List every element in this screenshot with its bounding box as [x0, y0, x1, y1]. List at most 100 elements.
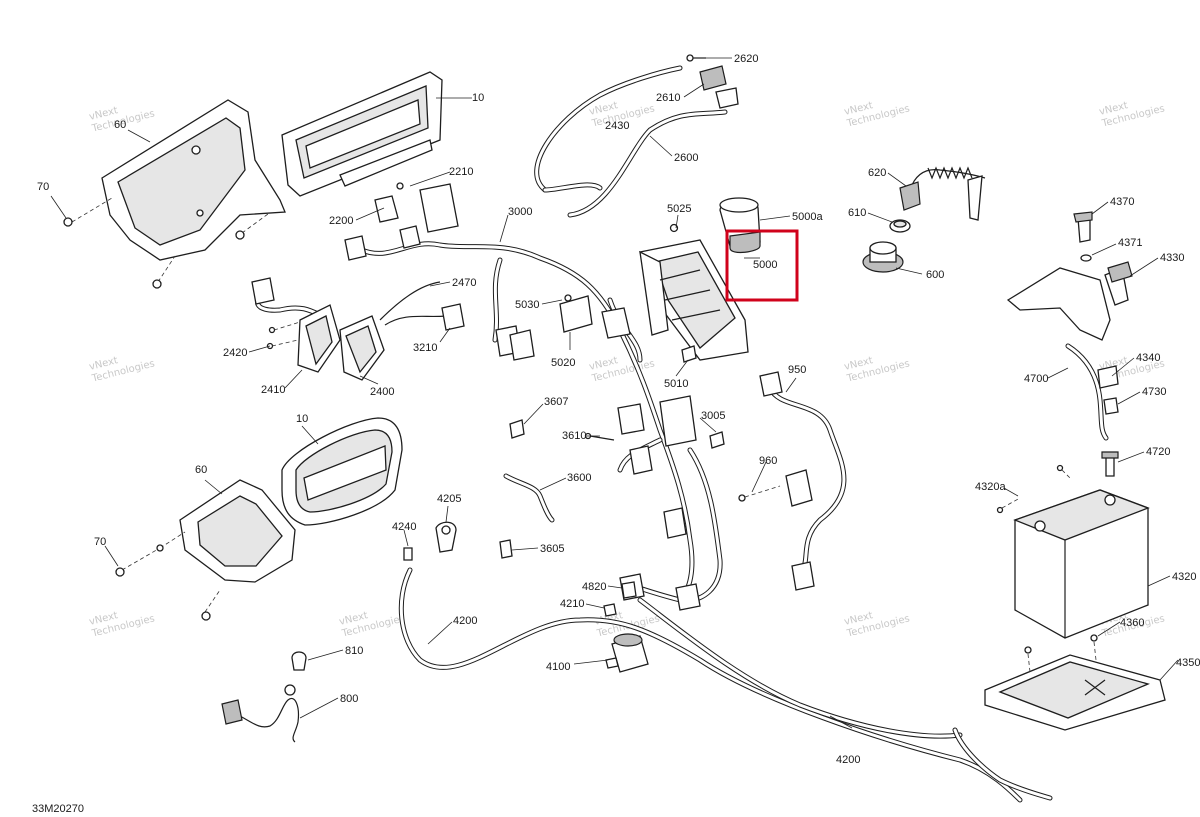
label-3600: 3600: [567, 472, 591, 484]
screw-5025: [669, 223, 679, 233]
label-2620: 2620: [734, 53, 758, 65]
label-960: 960: [759, 455, 777, 467]
part-labels: 10 60 70 2620 2610 2430 2600 2210 2200 3…: [32, 53, 1200, 815]
cap-610: [889, 219, 911, 233]
bolt-4720: [1101, 451, 1119, 477]
label-4200-bottom: 4200: [836, 754, 860, 766]
label-2410: 2410: [261, 384, 285, 396]
tether-620: [899, 166, 986, 221]
relay-960: [738, 469, 813, 507]
label-60-top: 60: [114, 119, 126, 131]
label-3005: 3005: [701, 410, 725, 422]
diagram-id: 33M20270: [32, 803, 84, 815]
nut-4730: [1103, 397, 1119, 415]
label-4350: 4350: [1176, 657, 1200, 669]
label-4370: 4370: [1110, 196, 1134, 208]
connectors-3000: [344, 183, 701, 611]
harness-2600: [567, 109, 728, 218]
tray-4350: [984, 654, 1166, 731]
label-600: 600: [926, 269, 944, 281]
label-4730: 4730: [1142, 386, 1166, 398]
strap-4360: [1024, 634, 1098, 673]
bolt-3005: [709, 431, 725, 449]
label-4820: 4820: [582, 581, 606, 593]
ecm-5000: [639, 239, 749, 361]
cable-2470: [379, 281, 446, 326]
label-4371: 4371: [1118, 237, 1142, 249]
label-4720: 4720: [1146, 446, 1170, 458]
cable-4700: [1065, 343, 1119, 441]
label-5030: 5030: [515, 299, 539, 311]
label-70-mid: 70: [94, 536, 106, 548]
label-5020: 5020: [551, 357, 575, 369]
label-4320a: 4320a: [975, 481, 1006, 493]
terminal-4205: [435, 521, 457, 553]
label-3000: 3000: [508, 206, 532, 218]
label-70-top: 70: [37, 181, 49, 193]
leader-lines: [50, 57, 1179, 729]
harness-950: [759, 371, 847, 591]
cable-4200: [398, 567, 1053, 803]
label-2470: 2470: [452, 277, 476, 289]
bracket-4330: [1006, 261, 1133, 341]
label-2400: 2400: [370, 386, 394, 398]
label-4240: 4240: [392, 521, 416, 533]
label-2430: 2430: [605, 120, 629, 132]
label-4320: 4320: [1172, 571, 1196, 583]
label-10-top: 10: [472, 92, 484, 104]
label-2610: 2610: [656, 92, 680, 104]
label-2420: 2420: [223, 347, 247, 359]
bolt-3605: [499, 539, 513, 559]
label-3605: 3605: [540, 543, 564, 555]
battery-4320: [1013, 489, 1150, 639]
label-5025: 5025: [667, 203, 691, 215]
bracket-5020: [559, 295, 593, 333]
label-4700: 4700: [1024, 373, 1048, 385]
label-5000: 5000: [753, 259, 777, 271]
label-2600: 2600: [674, 152, 698, 164]
label-810: 810: [345, 645, 363, 657]
label-4210: 4210: [560, 598, 584, 610]
nut-4210: [603, 603, 617, 617]
screws-4320a: [996, 464, 1071, 514]
label-2210: 2210: [449, 166, 473, 178]
cable-3600: [503, 473, 555, 523]
nut-5010: [681, 345, 697, 363]
screw-3610: [584, 432, 615, 441]
connector-4820: [621, 581, 637, 599]
instrument-cluster-10-mid: [281, 417, 403, 526]
label-5000a: 5000a: [792, 211, 823, 223]
bracket-60-top: [63, 99, 286, 289]
highlight-box-5000: [725, 229, 799, 302]
switch-2400: [339, 315, 385, 381]
sensor-810: [291, 651, 307, 671]
label-10-mid: 10: [296, 413, 308, 425]
screw-4370: [1073, 211, 1093, 243]
label-5010: 5010: [664, 378, 688, 390]
connector-3210: [441, 303, 465, 331]
label-3210: 3210: [413, 342, 437, 354]
label-950: 950: [788, 364, 806, 376]
label-2200: 2200: [329, 215, 353, 227]
label-620: 620: [868, 167, 886, 179]
label-4200-mid: 4200: [453, 615, 477, 627]
bolt-4240: [403, 547, 413, 561]
switch-2610: [699, 65, 739, 109]
switch-600: [862, 241, 904, 273]
label-610: 610: [848, 207, 866, 219]
label-4360: 4360: [1120, 617, 1144, 629]
harness-800: [221, 684, 300, 743]
harness-2430: [534, 65, 683, 193]
label-4100: 4100: [546, 661, 570, 673]
label-3610: 3610: [562, 430, 586, 442]
bracket-60-mid: [115, 479, 296, 621]
instrument-cluster-10-top: [281, 71, 443, 197]
nut-3607: [509, 419, 525, 439]
label-4330: 4330: [1160, 252, 1184, 264]
switch-2410: [297, 304, 341, 373]
solenoid-4100: [605, 633, 649, 673]
label-800: 800: [340, 693, 358, 705]
cover-5000a: [719, 197, 761, 254]
washer-4371: [1080, 254, 1092, 262]
